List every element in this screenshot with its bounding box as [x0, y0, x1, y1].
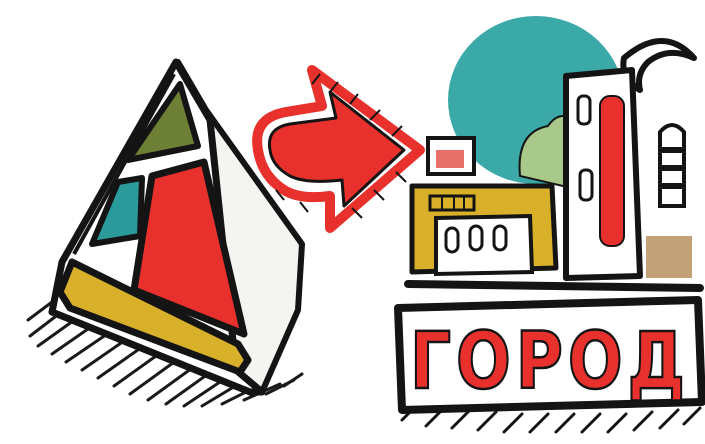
ground-line [408, 284, 700, 288]
pink-block-fill [436, 150, 464, 168]
pyramid-illustration [28, 62, 302, 406]
ochre-building [412, 186, 556, 274]
tower-red-stripe [600, 96, 624, 246]
city-sign-text: ГОРОД [410, 317, 690, 407]
brown-block [646, 236, 692, 278]
striped-column [660, 125, 684, 206]
city-buildings-illustration: ГОРОД [398, 16, 702, 432]
tall-tower [566, 70, 640, 278]
red-arrow-icon [257, 70, 420, 228]
